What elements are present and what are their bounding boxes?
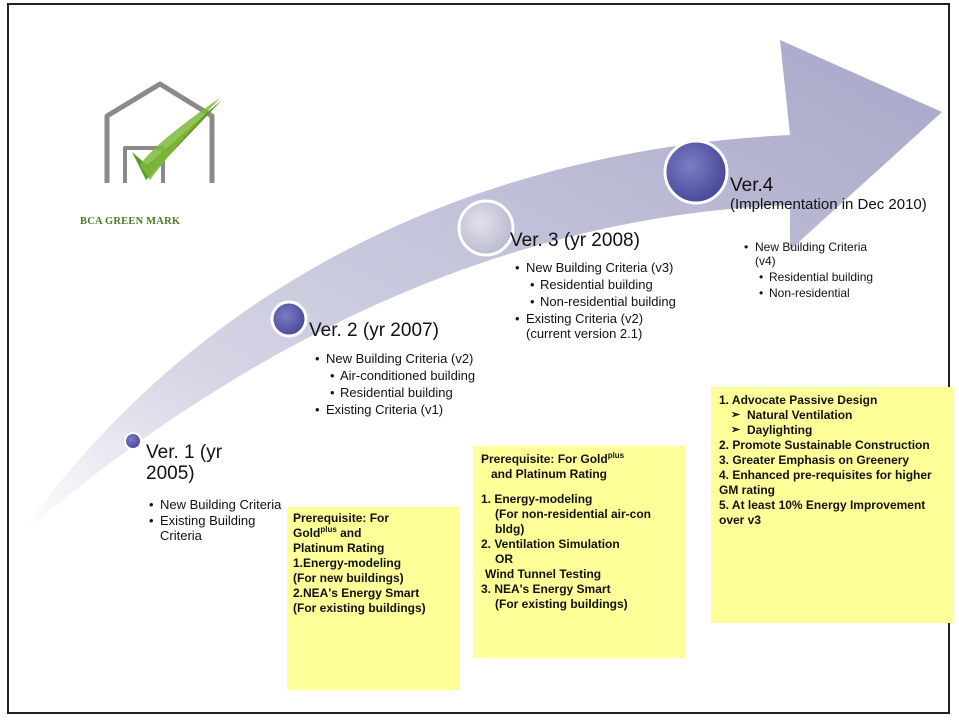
box-v3-line1-text: Prerequisite: For Gold bbox=[481, 452, 608, 466]
ver3-prerequisite-box: Prerequisite: For Goldplus and Platinum … bbox=[473, 446, 686, 658]
ver3-sub-non-residential: Non-residential building bbox=[530, 294, 676, 309]
box-v4-item3: 3. Greater Emphasis on Greenery bbox=[719, 453, 910, 467]
ver2-item-existing: Existing Criteria (v1) bbox=[315, 402, 476, 417]
box-v3-item2-or: OR bbox=[495, 552, 513, 566]
box-v2-line2: Goldplus and bbox=[293, 526, 454, 541]
box-v2-and: and bbox=[336, 526, 362, 540]
ver4-sub-non-residential: Non-residential bbox=[759, 286, 885, 300]
ver4-item-new-building: New Building Criteria (v4) Residential b… bbox=[744, 240, 885, 300]
box-v3-item1-sub: (For non-residential air-con bldg) bbox=[495, 507, 652, 536]
ver3-title: Ver. 3 (yr 2008) bbox=[510, 230, 640, 251]
logo-house-outline bbox=[104, 81, 215, 183]
ver4-list: New Building Criteria (v4) Residential b… bbox=[740, 240, 885, 302]
ver3-item-existing: Existing Criteria (v2) (current version … bbox=[515, 311, 676, 341]
ver1-title-line1: Ver. 1 (yr bbox=[146, 442, 223, 463]
ver3-item-new-building: New Building Criteria (v3) Residential b… bbox=[515, 260, 676, 309]
box-v4-item1-sub1: Natural Ventilation bbox=[719, 408, 946, 423]
box-v2-plus: plus bbox=[320, 525, 337, 534]
ver4-heading: Ver.4 (Implementation in Dec 2010) bbox=[730, 175, 930, 213]
ver4-features-box: 1. Advocate Passive Design Natural Venti… bbox=[711, 387, 954, 623]
box-v3-item3: 3. NEA's Energy Smart bbox=[481, 582, 611, 596]
box-v2-line1: Prerequisite: For bbox=[293, 511, 390, 525]
bca-green-mark-logo bbox=[104, 81, 215, 183]
ver2-sublist: Air-conditioned building Residential bui… bbox=[326, 368, 476, 400]
ver1-title: Ver. 1 (yr 2005) bbox=[146, 442, 266, 484]
box-v2-item2-sub: (For existing buildings) bbox=[293, 601, 426, 615]
box-v3-line2: and Platinum Rating bbox=[491, 467, 608, 481]
box-v4-item5: 5. At least 10% Energy Improvement over … bbox=[719, 498, 926, 527]
box-v4-item4: 4. Enhanced pre-requisites for higher GM… bbox=[719, 468, 932, 497]
ver4-title: Ver.4 bbox=[730, 175, 774, 196]
ver3-list: New Building Criteria (v3) Residential b… bbox=[511, 260, 676, 342]
box-v3-item2: 2. Ventilation Simulation bbox=[481, 537, 620, 551]
box-v2-line3: Platinum Rating bbox=[293, 541, 385, 555]
ver3-marker bbox=[457, 199, 515, 257]
ver3-item-new-building-label: New Building Criteria (v3) bbox=[526, 260, 674, 275]
ver1-list: New Building Criteria Existing Building … bbox=[145, 497, 285, 544]
ver4-marker bbox=[663, 139, 729, 205]
ver4-sublist: Residential building Non-residential bbox=[755, 270, 885, 300]
ver2-sub-residential: Residential building bbox=[330, 385, 476, 400]
box-v3-item1: 1. Energy-modeling bbox=[481, 492, 593, 506]
box-v4-item2: 2. Promote Sustainable Construction bbox=[719, 438, 930, 452]
box-v3-line1: Prerequisite: For Goldplus bbox=[481, 452, 678, 467]
logo-leaf bbox=[140, 98, 220, 180]
ver4-sub-residential: Residential building bbox=[759, 270, 885, 284]
ver3-sublist: Residential building Non-residential bui… bbox=[526, 277, 676, 309]
logo-text: BCA GREEN MARK bbox=[80, 216, 181, 227]
ver2-item-new-building-label: New Building Criteria (v2) bbox=[326, 351, 474, 366]
ver2-prerequisite-box: Prerequisite: For Goldplus and Platinum … bbox=[287, 507, 460, 690]
ver1-title-line2: 2005) bbox=[146, 463, 195, 484]
ver2-item-new-building: New Building Criteria (v2) Air-condition… bbox=[315, 351, 476, 400]
ver2-sub-air-conditioned: Air-conditioned building bbox=[330, 368, 476, 383]
box-v3-item2-alt: Wind Tunnel Testing bbox=[485, 567, 602, 581]
logo-inner-box bbox=[123, 146, 165, 183]
box-v4-item1: 1. Advocate Passive Design bbox=[719, 393, 878, 407]
box-v3-plus: plus bbox=[607, 451, 625, 460]
ver1-marker bbox=[124, 432, 142, 450]
ver2-marker bbox=[270, 300, 308, 338]
box-v2-gold: Gold bbox=[293, 526, 321, 540]
ver2-title: Ver. 2 (yr 2007) bbox=[309, 320, 439, 341]
ver1-item-existing-building: Existing Building Criteria bbox=[149, 513, 285, 543]
box-v2-item2: 2.NEA's Energy Smart bbox=[293, 586, 420, 600]
ver4-subtitle: (Implementation in Dec 2010) bbox=[730, 196, 927, 213]
ver1-item-new-building: New Building Criteria bbox=[149, 497, 285, 512]
box-v2-item1: 1.Energy-modeling bbox=[293, 556, 402, 570]
box-v4-item1-sub2: Daylighting bbox=[719, 423, 946, 438]
box-v2-item1-sub: (For new buildings) bbox=[293, 571, 404, 585]
box-v3-item3-sub: (For existing buildings) bbox=[495, 597, 628, 611]
ver3-sub-residential: Residential building bbox=[530, 277, 676, 292]
ver4-item-new-building-label: New Building Criteria (v4) bbox=[755, 240, 868, 268]
ver2-list: New Building Criteria (v2) Air-condition… bbox=[311, 351, 476, 418]
